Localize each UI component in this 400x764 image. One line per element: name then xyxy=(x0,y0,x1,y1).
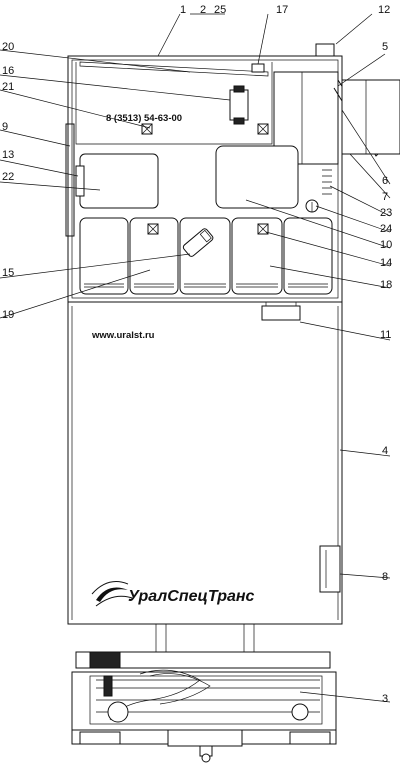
seat-row xyxy=(79,217,333,295)
callout-14: 14 xyxy=(380,257,392,269)
table-10 xyxy=(215,145,299,209)
callout-25: 25 xyxy=(214,4,226,16)
callout-11: 11 xyxy=(380,329,391,341)
heater-13 xyxy=(75,165,85,197)
callout-22: 22 xyxy=(2,171,14,183)
cabin-compartment: 8 (3513) 54-63-00 xyxy=(65,43,400,321)
callout-labels: 1 2 25 17 12 20 5 16 21 9 6 13 7 22 23 2… xyxy=(2,4,392,705)
socket-box xyxy=(147,223,159,235)
phone-label: 8 (3513) 54-63-00 xyxy=(106,113,182,124)
callout-8: 8 xyxy=(382,571,388,583)
callout-19: 19 xyxy=(2,309,14,321)
bag-15 xyxy=(182,228,214,257)
website-label: www.uralst.ru xyxy=(91,330,155,341)
socket-box xyxy=(141,123,153,135)
box-8 xyxy=(319,545,341,593)
socket-box xyxy=(257,123,269,135)
cabinet-17 xyxy=(251,63,265,73)
callout-2: 2 xyxy=(200,4,206,16)
callout-3: 3 xyxy=(382,693,388,705)
callout-10: 10 xyxy=(380,239,392,251)
chassis xyxy=(71,623,337,763)
callout-15: 15 xyxy=(2,267,14,279)
company-logo: УралСпецТранс xyxy=(91,581,255,607)
callout-4: 4 xyxy=(382,445,388,457)
callout-21: 21 xyxy=(2,81,14,93)
callout-9: 9 xyxy=(2,121,8,133)
callout-7: 7 xyxy=(382,191,388,203)
callout-23: 23 xyxy=(380,207,392,219)
callout-1: 1 xyxy=(180,4,186,16)
callout-12: 12 xyxy=(378,4,390,16)
callout-24: 24 xyxy=(380,223,392,235)
roof-vent xyxy=(315,43,335,57)
socket-box xyxy=(257,223,269,235)
callout-6: 6 xyxy=(382,175,388,187)
callout-20: 20 xyxy=(2,41,14,53)
table-22 xyxy=(79,153,159,209)
callout-16: 16 xyxy=(2,65,14,77)
callout-17: 17 xyxy=(276,4,288,16)
callout-13: 13 xyxy=(2,149,14,161)
leader-lines xyxy=(0,13,391,703)
callout-5: 5 xyxy=(382,41,388,53)
callout-18: 18 xyxy=(380,279,392,291)
device-16 xyxy=(229,89,249,121)
cargo-body: www.uralst.ru УралСпецТранс xyxy=(67,301,343,625)
logo-text: УралСпецТранс xyxy=(128,588,255,605)
step-11 xyxy=(261,305,301,321)
